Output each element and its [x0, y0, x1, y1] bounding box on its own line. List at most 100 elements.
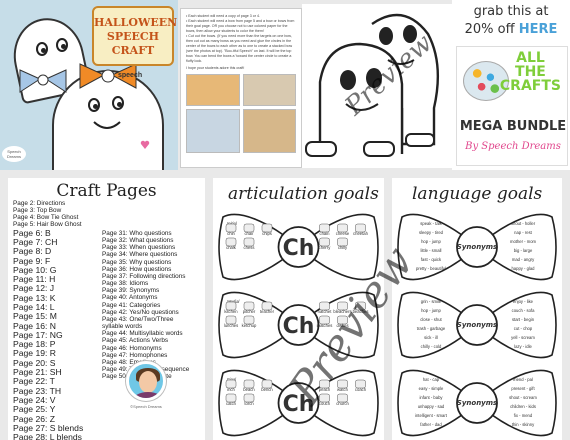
word-label: cut - chop	[514, 326, 533, 331]
page-list-item: Page 27: S blends	[13, 422, 84, 433]
heart-icon	[140, 140, 150, 149]
ghost-outline-icon	[305, 13, 439, 157]
word-label: intelligent - smart	[415, 413, 448, 418]
page-list-item: Page 26: Z	[13, 413, 56, 424]
word-label: catch	[226, 401, 237, 406]
ghost-template-preview	[302, 4, 452, 168]
page-list-item: Page 48: Emotions	[102, 358, 156, 366]
word-label: speak - talk	[420, 221, 442, 226]
page-list-item: Page 23: TH	[13, 385, 62, 396]
page-list-item: Page 34: Where questions	[102, 251, 178, 259]
word-label: trash - garbage	[417, 326, 446, 331]
picture-card-icon	[337, 315, 348, 325]
picture-card-icon	[225, 379, 237, 389]
word-label: shout - scream	[509, 395, 537, 400]
bow-label: speech	[118, 72, 143, 79]
bowtie-center-label: Synonyms	[457, 243, 497, 251]
thumbnail-photo	[186, 109, 240, 153]
word-label: chalk	[226, 245, 237, 250]
word-label: present - gift	[511, 386, 535, 391]
page-list-item: Page 5: Hair Bow Ghost	[13, 221, 82, 229]
picture-card-icon	[225, 223, 237, 233]
word-label: happy - glad	[511, 266, 535, 271]
picture-card-icon	[243, 223, 255, 233]
picture-card-icon	[225, 301, 237, 311]
picture-card-icon	[261, 379, 273, 389]
picture-card-icon	[355, 223, 366, 233]
picture-card-icon	[337, 393, 348, 403]
page-list-item: Page 13: K	[13, 292, 56, 303]
word-label: chess	[244, 245, 255, 250]
word-label: unhappy - sad	[418, 404, 445, 409]
photo-title-line2: SPEECH	[106, 30, 160, 43]
word-label: thin - skinny	[512, 422, 535, 427]
word-label: big - large	[514, 248, 533, 253]
word-label: little - small	[421, 248, 442, 253]
word-label: chips	[262, 231, 272, 236]
word-label: mother - mom	[510, 239, 537, 244]
word-label: pitcher	[243, 309, 256, 314]
thumbnail-photo	[242, 109, 296, 153]
page-list-item: Page 42: Yes/No questions	[102, 308, 179, 316]
word-label: beaches	[353, 309, 369, 314]
word-label: inch	[227, 387, 235, 392]
word-label: chin	[227, 231, 235, 236]
thumbnail-photo	[242, 74, 296, 106]
bundle-title-line1: ALL	[516, 50, 545, 66]
page-list-item: Page 28: L blends	[13, 432, 82, 440]
ghost-eye-icon	[56, 38, 68, 52]
promo-link[interactable]: HERE	[518, 22, 558, 37]
bundle-title-line3: CRAFTS	[499, 78, 561, 94]
instruction-photos	[186, 74, 296, 106]
instruction-item: • Cut out the bows. (If you need more th…	[186, 34, 293, 63]
language-heading: language goals	[412, 184, 543, 204]
page-list-item: Page 4: Bow Tie Ghost	[13, 214, 79, 222]
word-label: lunches	[224, 323, 238, 328]
bundle-by-label: By Speech Dreams	[465, 141, 561, 152]
promo-panel: grab this at 20% off HERE ALL THE CRAFTS…	[452, 0, 570, 170]
photo-title-card: HALLOWEEN SPEECH CRAFT	[92, 6, 178, 66]
picture-card-icon	[319, 237, 330, 247]
beads-image-icon	[463, 61, 509, 101]
word-label: sick - ill	[424, 335, 438, 340]
photo-title-line1: HALLOWEEN	[94, 16, 178, 29]
bowtie-center-label: Ch	[283, 314, 315, 339]
author-brand: ©Speech Dreams	[130, 404, 162, 409]
page-list-item: Page 11: H	[13, 274, 56, 285]
row-tag: Final	[227, 377, 237, 382]
word-label: grin - smile	[421, 299, 442, 304]
picture-card-icon	[337, 237, 348, 247]
page-list-item: Page 21: SH	[13, 367, 62, 378]
page-list-item: Page 12: J	[13, 283, 55, 294]
bow-icon	[19, 69, 67, 93]
page-list-item: Page 10: G	[13, 264, 57, 275]
page-list-item: Page 6: B	[13, 227, 51, 238]
word-label: lazy - idle	[514, 344, 532, 349]
bundle-title-line2: THE	[515, 64, 546, 80]
word-label: pretty - beautiful	[416, 266, 446, 271]
instruction-item: • Each student will need a bow from page…	[186, 19, 295, 33]
picture-card-icon	[243, 379, 255, 389]
word-label: hat - cap	[423, 377, 440, 382]
word-label: chair	[244, 231, 254, 236]
page-list-item: Page 35: Why questions	[102, 258, 172, 266]
word-label: chain	[319, 231, 330, 236]
thumbnail-photo	[186, 74, 240, 106]
ghost-eye-icon	[112, 96, 124, 110]
bowtie-center-circle	[456, 304, 498, 346]
picture-card-icon	[319, 301, 330, 311]
page-list-item: Page 14: L	[13, 302, 55, 312]
picture-card-icon	[337, 379, 348, 389]
page-list-item: Page 18: P	[13, 339, 56, 350]
photo-brand-logo: Speech Dreams	[2, 146, 26, 162]
word-label: sleepy - tired	[419, 230, 444, 235]
ghost-eye-icon	[88, 98, 100, 112]
word-label: bleachers	[333, 309, 351, 314]
word-label: ketchup	[242, 323, 257, 328]
word-label: fix - mend	[514, 413, 533, 418]
